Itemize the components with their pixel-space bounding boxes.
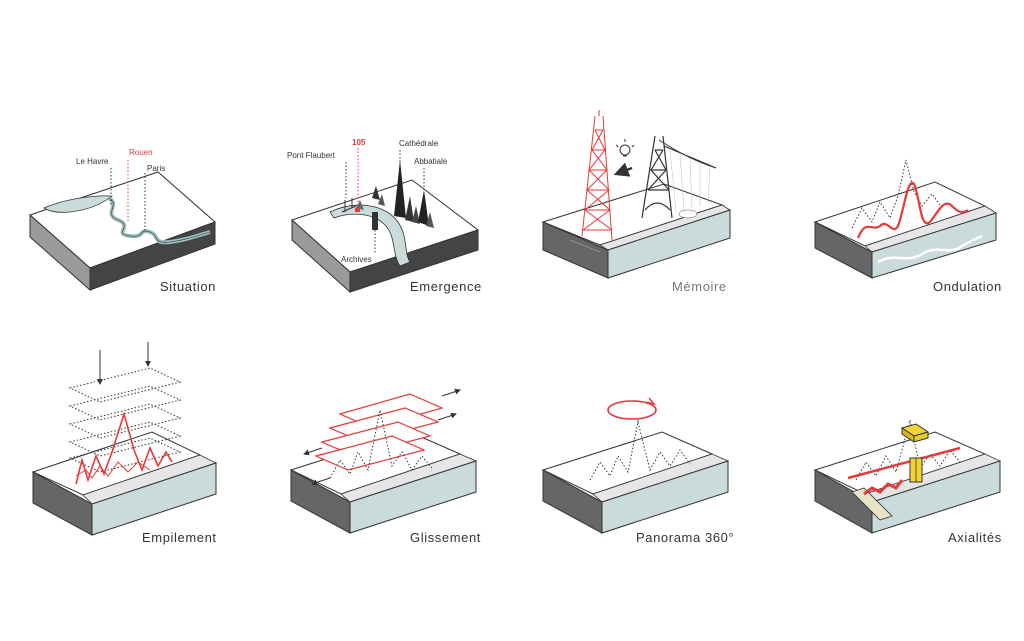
red-zigzag [75,411,173,485]
panel-situation: Le Havre Rouen Paris [29,148,216,292]
red-path [863,479,904,496]
red-zigzag-lower [75,461,151,479]
terrain-block [291,179,480,294]
panel-emergence: Pont Flaubert 105 Cathédrale Abbatiale A… [287,138,480,294]
stacked-layers [68,367,182,473]
arrow-left-icon [613,162,633,177]
lightbulb-icon [615,139,635,157]
label-le-havre: Le Havre [76,157,109,166]
quay-block [541,431,730,534]
pont-flaubert-bridge [341,198,360,213]
label-cathedrale: Cathédrale [399,139,439,148]
caption-empilement: Empilement [142,530,217,545]
panel-ondulation [813,159,997,279]
dotted-peaks [589,421,691,481]
caption-situation: Situation [160,279,216,294]
panel-axialites [813,419,1002,534]
caption-emergence: Emergence [410,279,482,294]
yellow-volume [900,423,930,483]
quay-block [31,431,218,536]
quay-block [813,431,1002,534]
bridge-cables [669,149,711,219]
arrow-right-icon [441,388,461,397]
label-paris: Paris [147,164,165,173]
panel-memoire [541,110,731,279]
arrow-left-icon [303,447,323,456]
panel-empilement [31,342,218,536]
rotation-ring-icon [607,400,657,420]
caption-ondulation: Ondulation [933,279,1002,294]
arrow-right-icon [437,412,457,421]
transporter-bridge-pylon [641,135,717,219]
quay-block [541,183,731,279]
label-105: 105 [352,138,366,147]
seine-estuary [43,195,114,213]
red-wave [856,181,969,239]
label-archives: Archives [341,255,372,264]
label-abbatiale: Abbatiale [414,157,448,166]
caption-glissement: Glissement [410,530,482,545]
red-axis-line [847,446,961,480]
leader-lines [110,160,146,232]
water-wave [877,234,983,264]
label-pont-flaubert: Pont Flaubert [287,151,336,160]
panel-glissement [289,388,478,534]
old-pylon-red [581,110,613,241]
leader-lines [345,148,425,254]
river-curve [329,204,411,267]
label-rouen: Rouen [129,148,153,157]
quay-block [813,181,997,279]
caption-axialites: Axialités [948,530,1002,545]
dotted-peaks [329,409,433,479]
rotation-arrow-icon [645,397,656,406]
arrow-left-icon [311,477,331,486]
caption-panorama: Panorama 360° [636,530,735,545]
city-buildings [356,160,434,230]
caption-memoire: Mémoire [672,279,727,294]
panel-panorama [541,397,730,534]
